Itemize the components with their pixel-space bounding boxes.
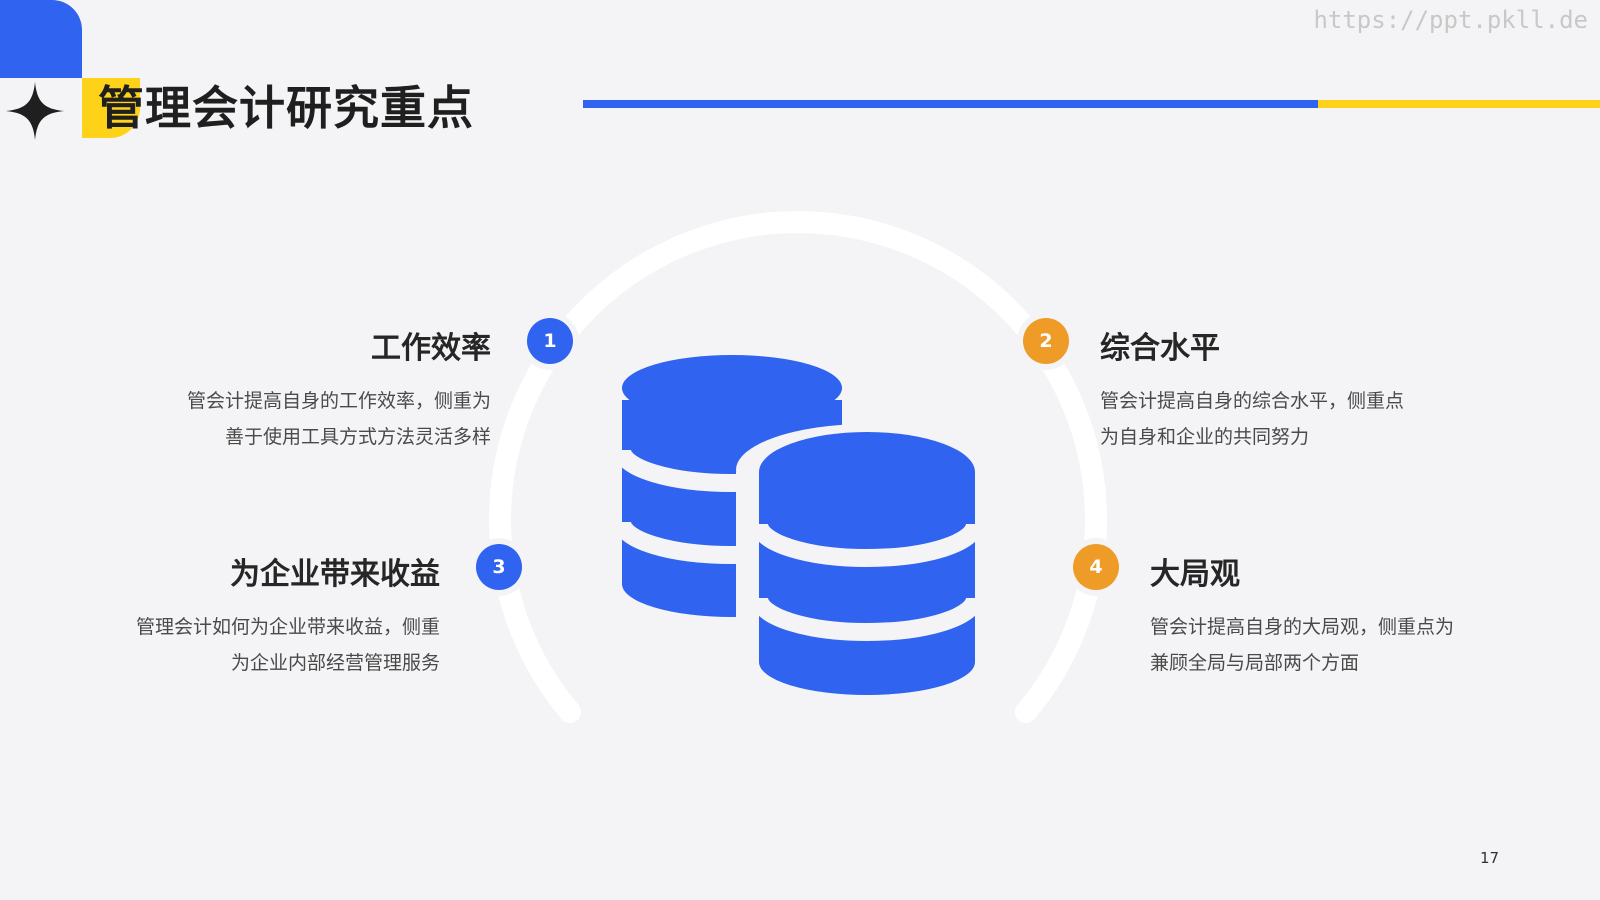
page-title: 管理会计研究重点	[98, 81, 474, 135]
header-rule-blue	[583, 100, 1318, 108]
header-rule-yellow	[1318, 100, 1600, 108]
watermark-url: https://ppt.pkll.de	[1313, 6, 1588, 34]
white-arc	[489, 211, 1107, 723]
point-3-desc: 管理会计如何为企业带来收益，侧重为企业内部经营管理服务	[135, 616, 440, 674]
badge-2: 2	[1023, 318, 1069, 364]
point-4-title: 大局观	[1150, 557, 1240, 592]
badge-3: 3	[476, 544, 522, 590]
database-stack-icon	[613, 355, 998, 713]
point-4-desc: 管会计提高自身的大局观，侧重点为兼顾全局与局部两个方面	[1150, 616, 1455, 674]
badge-4: 4	[1073, 544, 1119, 590]
badge-1: 1	[527, 318, 573, 364]
point-2-title: 综合水平	[1100, 331, 1220, 366]
corner-block-yellow	[82, 78, 140, 138]
point-1-title: 工作效率	[371, 331, 491, 366]
corner-block-blue	[0, 0, 82, 78]
point-2-desc: 管会计提高自身的综合水平，侧重点为自身和企业的共同努力	[1100, 390, 1405, 448]
point-3-title: 为企业带来收益	[230, 557, 440, 592]
four-point-star-icon	[6, 82, 64, 140]
point-1-desc: 管会计提高自身的工作效率，侧重为善于使用工具方式方法灵活多样	[186, 390, 491, 448]
page-number: 17	[1480, 849, 1500, 867]
